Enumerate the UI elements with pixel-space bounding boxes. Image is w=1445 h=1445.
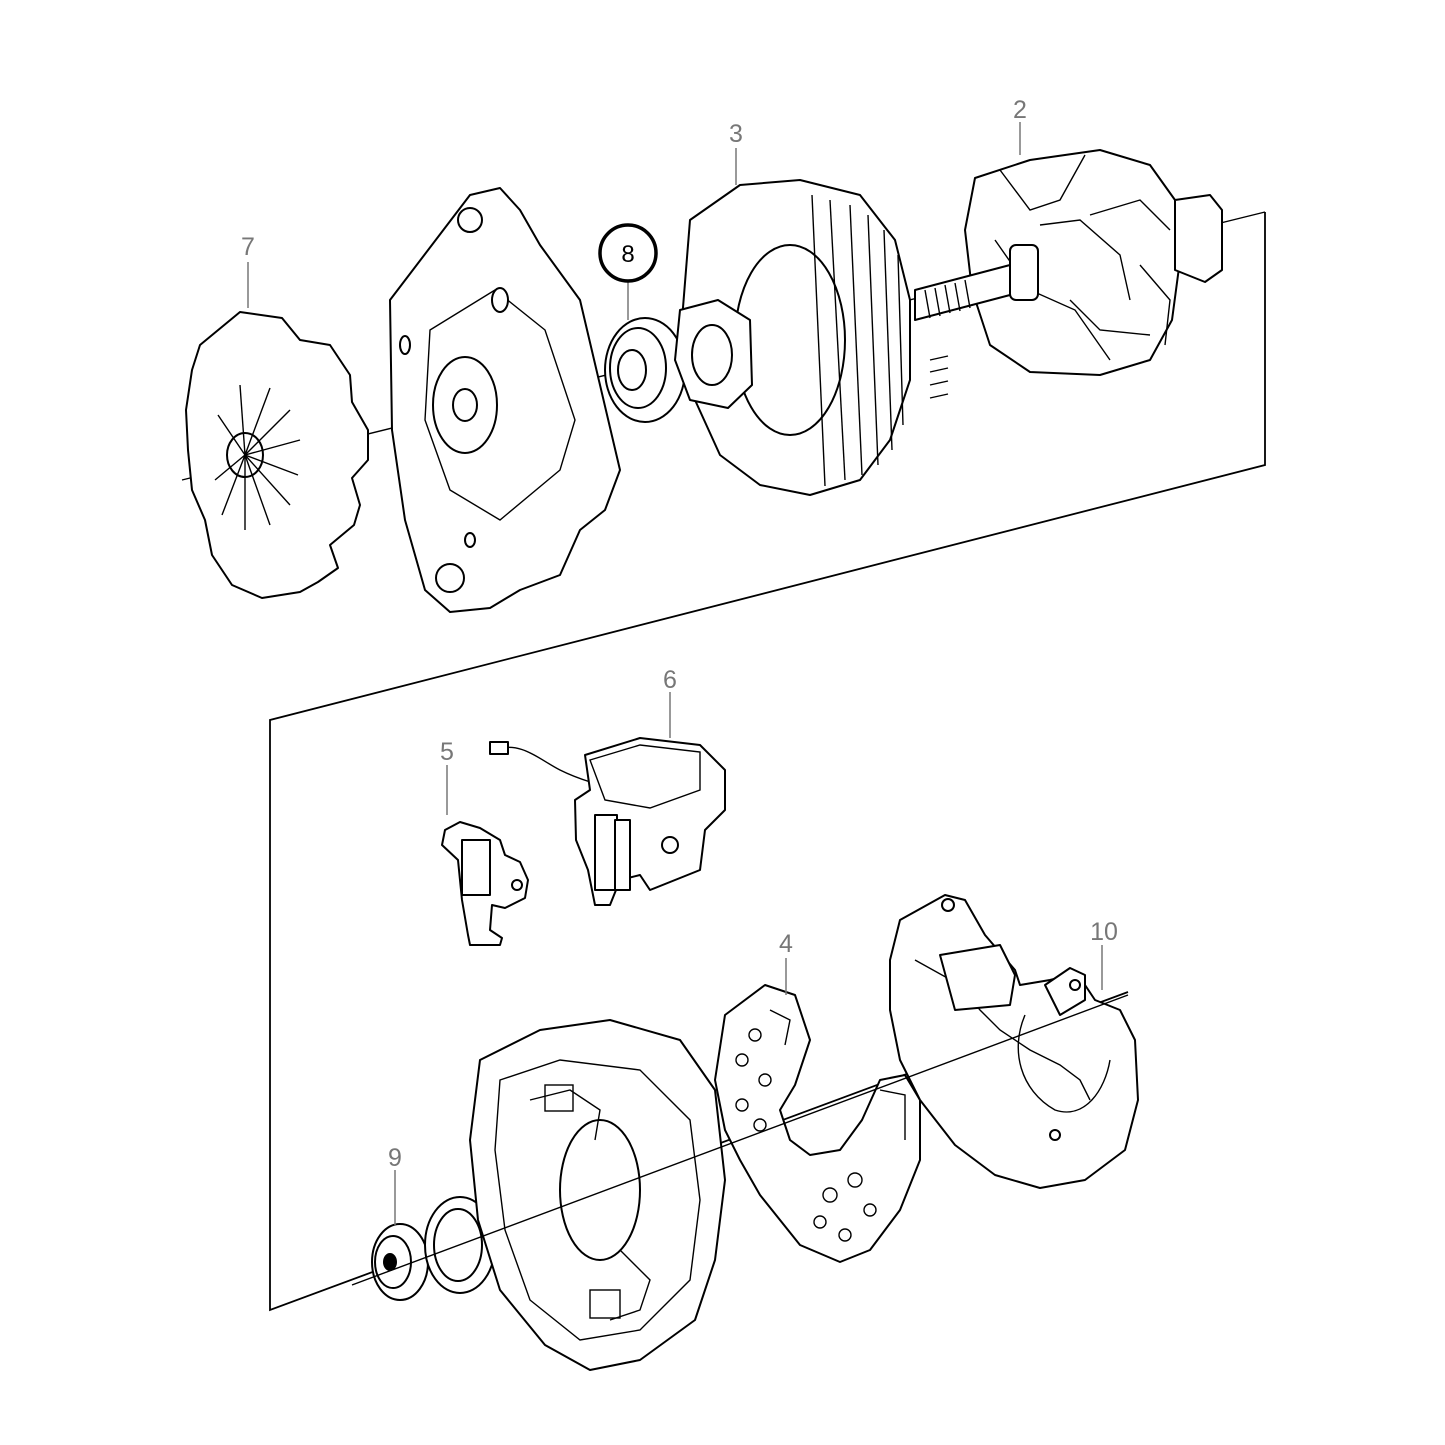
callout-5: 5 [440,738,454,766]
svg-text:10: 10 [1090,918,1118,946]
rectifier-part [714,984,921,1263]
callout-2: 2 [1013,96,1027,124]
callout-leaders [247,122,1103,1225]
callout-7: 7 [241,233,255,261]
callout-9: 9 [388,1144,402,1172]
small-regulator-part [441,821,529,946]
svg-text:6: 6 [663,666,677,694]
svg-text:7: 7 [241,233,255,261]
svg-text:8: 8 [621,241,634,268]
svg-text:9: 9 [388,1144,402,1172]
fan-part [185,311,369,599]
callout-4: 4 [779,930,793,958]
rear-bearing-part [371,1223,429,1301]
drive-end-housing-part [389,187,621,613]
callout-10: 10 [1090,918,1118,946]
svg-text:5: 5 [440,738,454,766]
bearing-part [604,317,686,423]
callout-8-highlight-ring [598,223,658,283]
lower-axis-line [351,994,1129,1286]
svg-text:3: 3 [729,120,743,148]
svg-text:4: 4 [779,930,793,958]
svg-text:2: 2 [1013,96,1027,124]
regulator-part [489,737,726,906]
callout-6: 6 [663,666,677,694]
callout-8: 8 [598,223,658,283]
rotor-part [914,149,1223,376]
callout-3: 3 [729,120,743,148]
slip-ring-end-housing-part [469,1019,726,1371]
cover-part [889,894,1139,1189]
stator-part [674,179,949,496]
